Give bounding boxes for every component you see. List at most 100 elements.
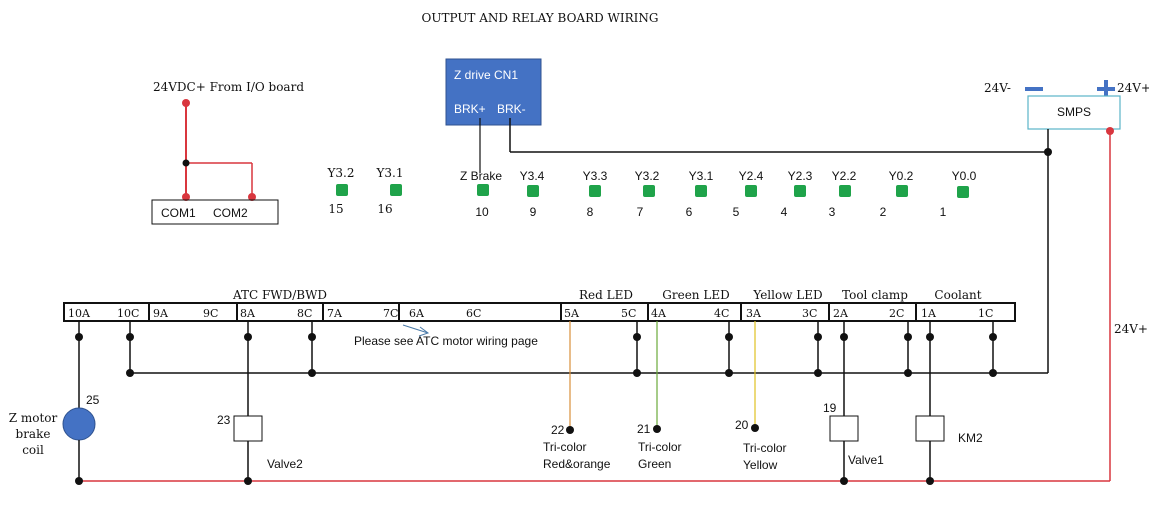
output-num: 16 [377, 202, 392, 216]
terminal-label: 6C [466, 307, 481, 320]
plus-rail-label: 24V+ [1114, 322, 1148, 336]
output-name: Y0.0 [952, 169, 977, 183]
output-num: 1 [940, 205, 947, 219]
green-led-node [653, 425, 661, 433]
group-label-yellow-led: Yellow LED [752, 288, 822, 302]
atc-note: Please see ATC motor wiring page [354, 334, 538, 348]
plus-sign-icon-v [1104, 80, 1108, 98]
green-led-label-1: Tri-color [638, 440, 682, 454]
terminal-label: 1A [921, 307, 937, 320]
terminal-label: 5C [621, 307, 636, 320]
com2-node [248, 193, 256, 201]
output-led [589, 185, 601, 197]
terminal-label: 2A [833, 307, 849, 320]
z-drive-box [445, 58, 542, 126]
terminal-label: 6A [409, 307, 425, 320]
terminal-label: 7C [383, 307, 398, 320]
z-drive-brk-plus: BRK+ [454, 102, 486, 116]
junction-node [182, 159, 190, 167]
km2-node-bottom [926, 477, 934, 485]
terminal-dividers [148, 303, 917, 321]
z-coil-node-bottom [75, 477, 83, 485]
valve2-node-bottom [244, 477, 252, 485]
output-led [839, 185, 851, 197]
output-leds: Y3.2 15 Y3.1 16 Z Brake 10 Y3.4 9 Y3.3 8… [326, 166, 976, 219]
terminal-label: 1C [978, 307, 993, 320]
output-num: 2 [880, 205, 887, 219]
output-led [336, 184, 348, 196]
group-label-green-led: Green LED [662, 288, 729, 302]
valve2-coil [233, 415, 263, 442]
output-name: Y3.2 [326, 166, 354, 180]
z-drive-title: Z drive CN1 [454, 68, 518, 82]
valve2-node-top [244, 333, 252, 341]
minus-rail-node [1044, 148, 1052, 156]
brake-coil-icon [62, 407, 96, 441]
output-led [527, 185, 539, 197]
output-name: Y3.2 [635, 169, 660, 183]
green-led-num: 21 [637, 422, 651, 436]
source-node [182, 99, 190, 107]
terminal-label: 4A [651, 307, 667, 320]
group-label-tool-clamp: Tool clamp [842, 288, 908, 302]
output-led [643, 185, 655, 197]
group-label-coolant: Coolant [934, 288, 981, 302]
com2-label: COM2 [213, 206, 248, 220]
com1-node [182, 193, 190, 201]
yellow-led-num: 20 [735, 418, 749, 432]
common-nodes [126, 333, 997, 377]
z-coil-label-2: brake [16, 427, 51, 441]
km2-label: KM2 [958, 431, 983, 445]
output-num: 4 [781, 205, 788, 219]
output-name: Y3.1 [689, 169, 714, 183]
valve2-label: Valve2 [267, 457, 303, 471]
output-name: Y3.3 [583, 169, 608, 183]
common-drops [129, 321, 994, 373]
output-name: Y0.2 [889, 169, 914, 183]
terminal-label: 10A [68, 307, 91, 320]
yellow-led-label-1: Tri-color [743, 441, 787, 455]
smps-minus-label: 24V- [984, 81, 1011, 95]
red-led-node [566, 426, 574, 434]
z-coil-label-1: Z motor [9, 411, 58, 425]
terminal-label: 4C [714, 307, 729, 320]
yellow-led-label-2: Yellow [743, 458, 778, 472]
terminal-label: 7A [327, 307, 343, 320]
valve1-num: 19 [823, 401, 837, 415]
group-label-atc: ATC FWD/BWD [232, 288, 327, 302]
valve1-coil [829, 415, 859, 442]
group-label-red-led: Red LED [579, 288, 633, 302]
terminal-label: 9C [203, 307, 218, 320]
output-led [957, 186, 969, 198]
output-num: 15 [328, 202, 343, 216]
valve1-node-bottom [840, 477, 848, 485]
output-num: 3 [829, 205, 836, 219]
smps-plus-label: 24V+ [1117, 81, 1149, 95]
output-num: 9 [530, 205, 537, 219]
output-name: Y3.4 [520, 169, 545, 183]
output-led [745, 185, 757, 197]
smps-label: SMPS [1057, 105, 1091, 119]
diagram-title: OUTPUT AND RELAY BOARD WIRING [422, 11, 659, 25]
terminal-label: 5A [564, 307, 580, 320]
terminal-label: 2C [889, 307, 904, 320]
output-led [695, 185, 707, 197]
z-coil-num: 25 [86, 393, 100, 407]
yellow-led-node [751, 424, 759, 432]
plus-rail-node [1106, 127, 1114, 135]
terminal-label: 3A [746, 307, 762, 320]
terminal-label: 10C [117, 307, 139, 320]
output-name: Y3.1 [375, 166, 403, 180]
green-led-label-2: Green [638, 457, 671, 471]
output-led [390, 184, 402, 196]
output-num: 6 [686, 205, 693, 219]
output-num: 5 [733, 205, 740, 219]
output-num: 10 [475, 205, 489, 219]
output-led [477, 184, 489, 196]
com-block [151, 199, 279, 225]
valve1-label: Valve1 [848, 453, 884, 467]
source-label: 24VDC+ From I/O board [153, 80, 304, 94]
red-led-label-1: Tri-color [543, 440, 587, 454]
